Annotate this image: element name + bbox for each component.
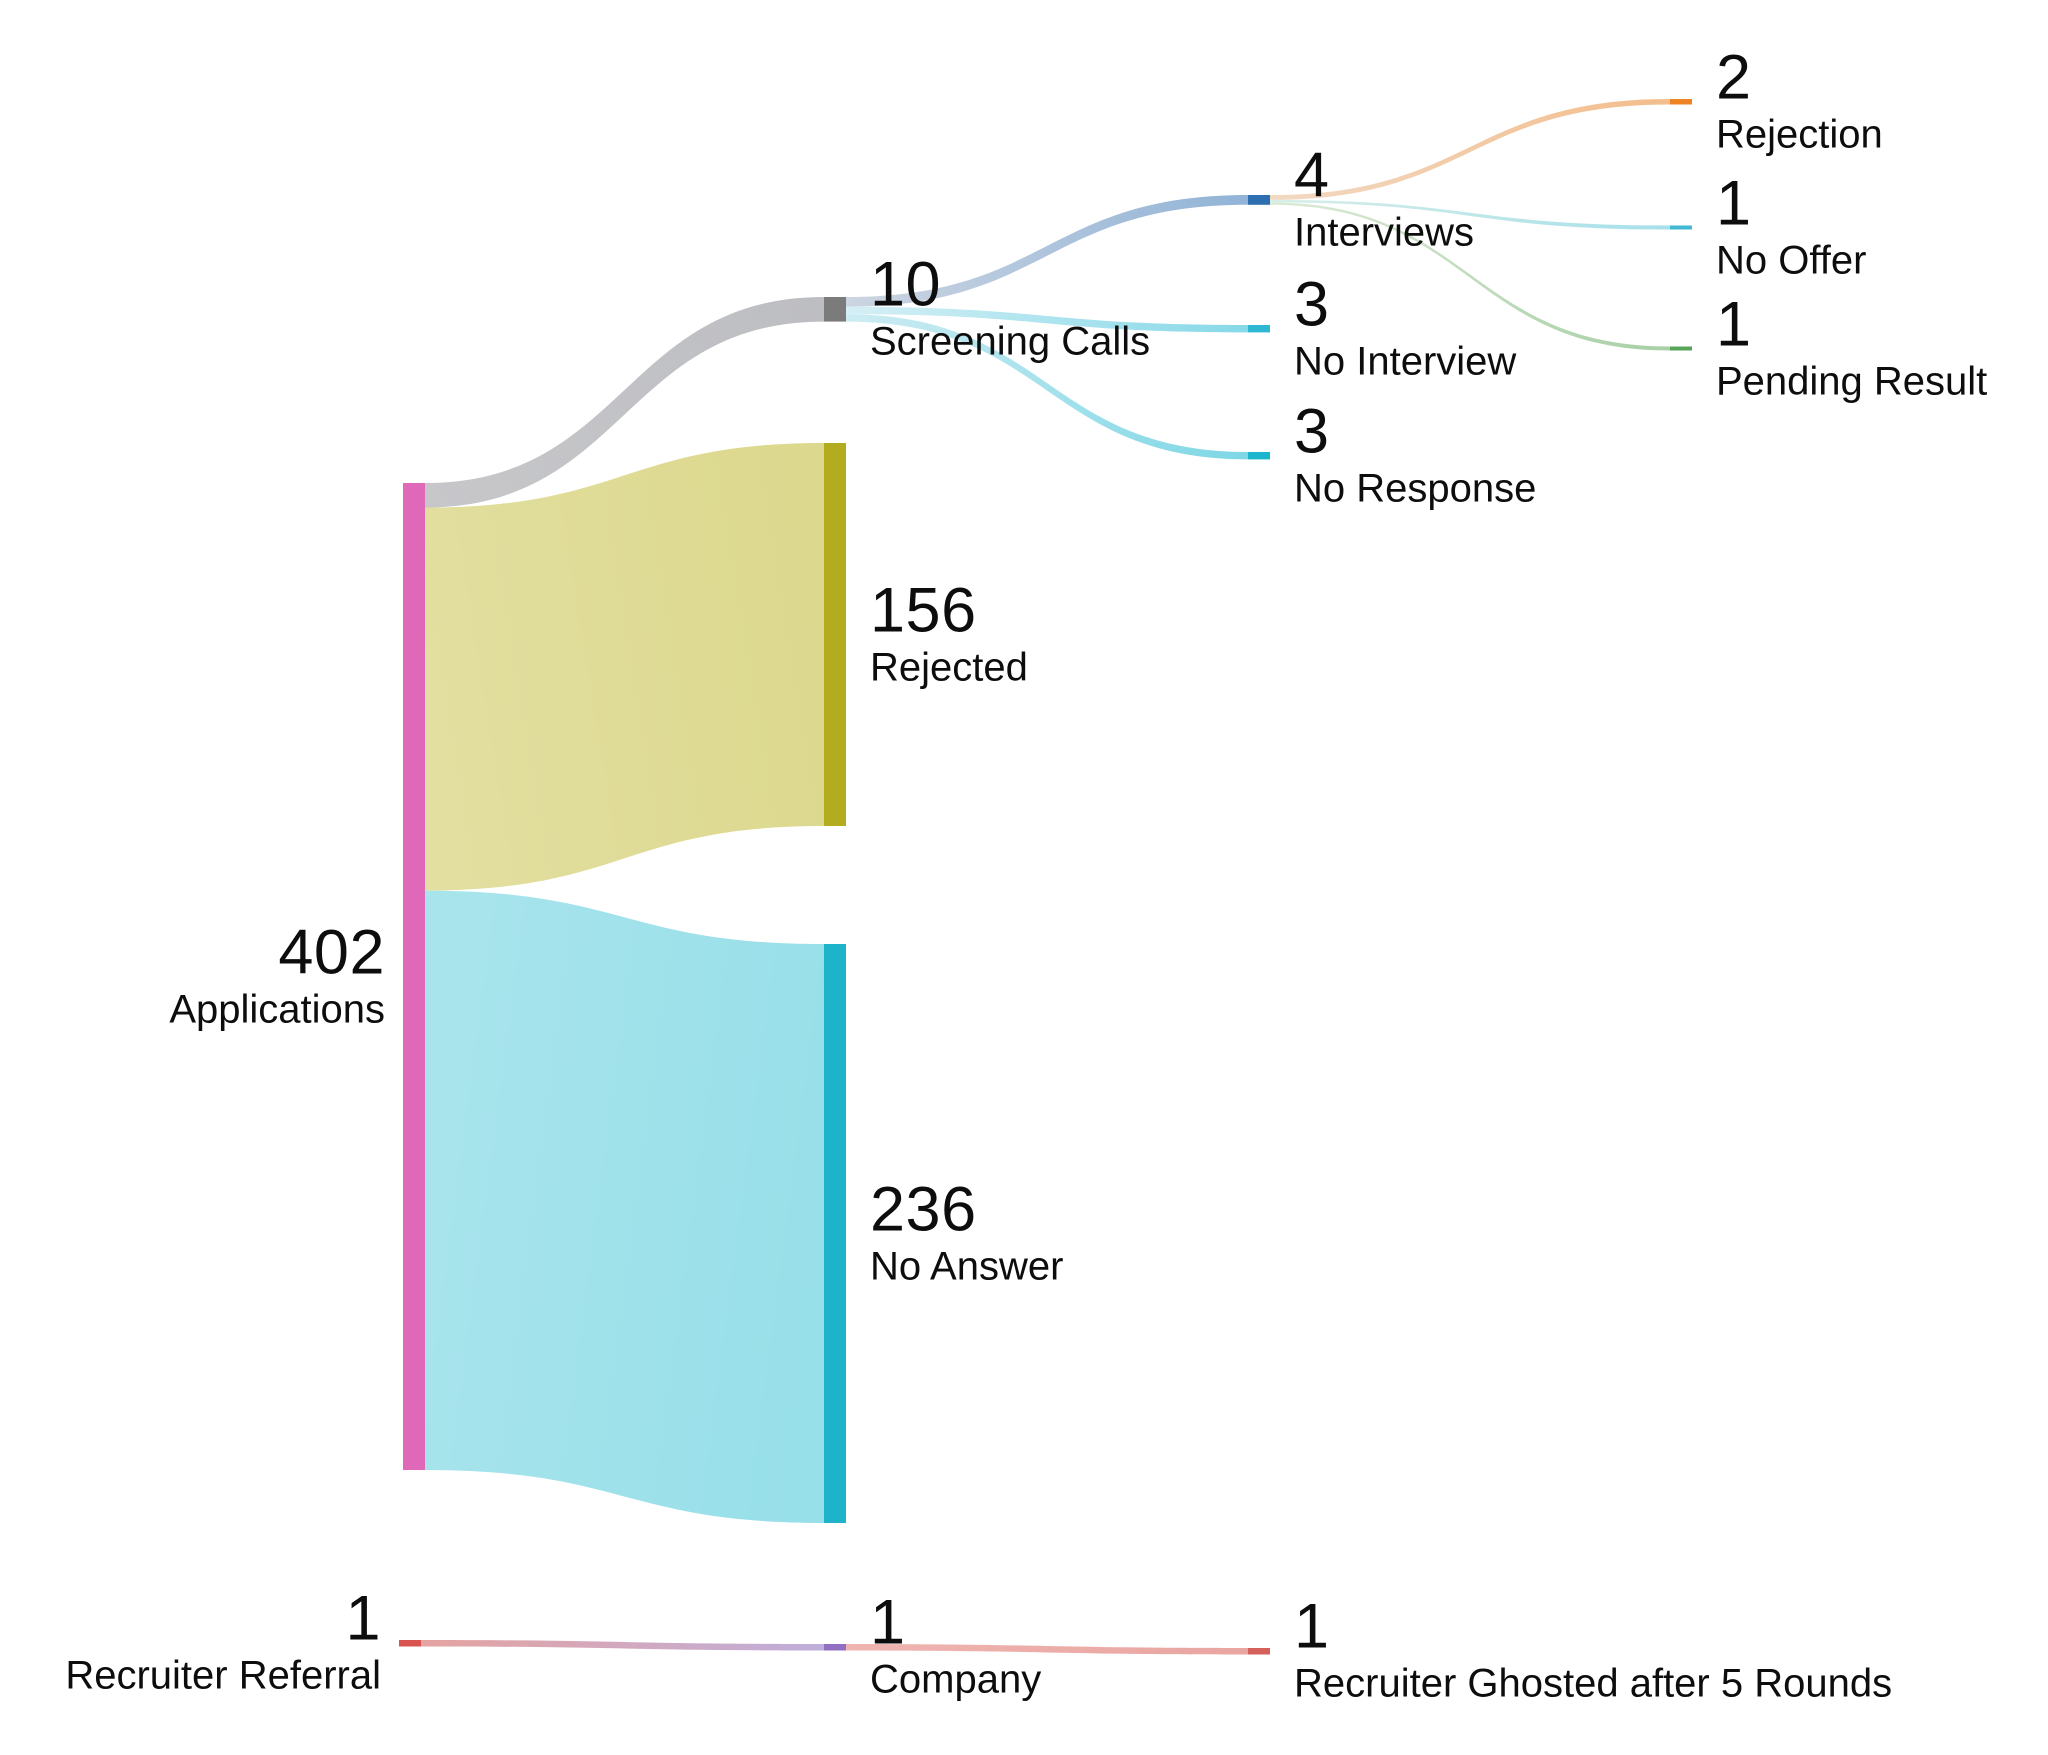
node-no_offer[interactable] <box>1670 225 1692 230</box>
link-company-ghosted[interactable] <box>846 1644 1248 1655</box>
node-rejected[interactable] <box>824 443 846 826</box>
link-interviews-rejection[interactable] <box>1270 99 1670 200</box>
link-applications-rejected[interactable] <box>425 443 824 891</box>
link-applications-screening[interactable] <box>425 297 824 508</box>
node-ghosted[interactable] <box>1248 1648 1270 1655</box>
link-interviews-no_offer[interactable] <box>1270 199 1670 230</box>
node-pending[interactable] <box>1670 346 1692 351</box>
node-interviews[interactable] <box>1248 195 1270 205</box>
link-screening-interviews[interactable] <box>846 195 1248 307</box>
link-screening-no_response[interactable] <box>846 314 1248 460</box>
node-no_answer[interactable] <box>824 944 846 1523</box>
node-applications[interactable] <box>403 483 425 1470</box>
node-rejection[interactable] <box>1670 99 1692 105</box>
link-referral-company[interactable] <box>421 1640 824 1651</box>
links-layer <box>421 99 1670 1655</box>
node-referral[interactable] <box>399 1640 421 1647</box>
link-applications-no_answer[interactable] <box>425 890 824 1523</box>
link-screening-no_interview[interactable] <box>846 306 1248 333</box>
nodes-layer <box>399 99 1692 1655</box>
node-company[interactable] <box>824 1644 846 1651</box>
node-screening[interactable] <box>824 297 846 322</box>
node-no_response[interactable] <box>1248 452 1270 460</box>
node-no_interview[interactable] <box>1248 325 1270 333</box>
link-interviews-pending[interactable] <box>1270 202 1670 351</box>
